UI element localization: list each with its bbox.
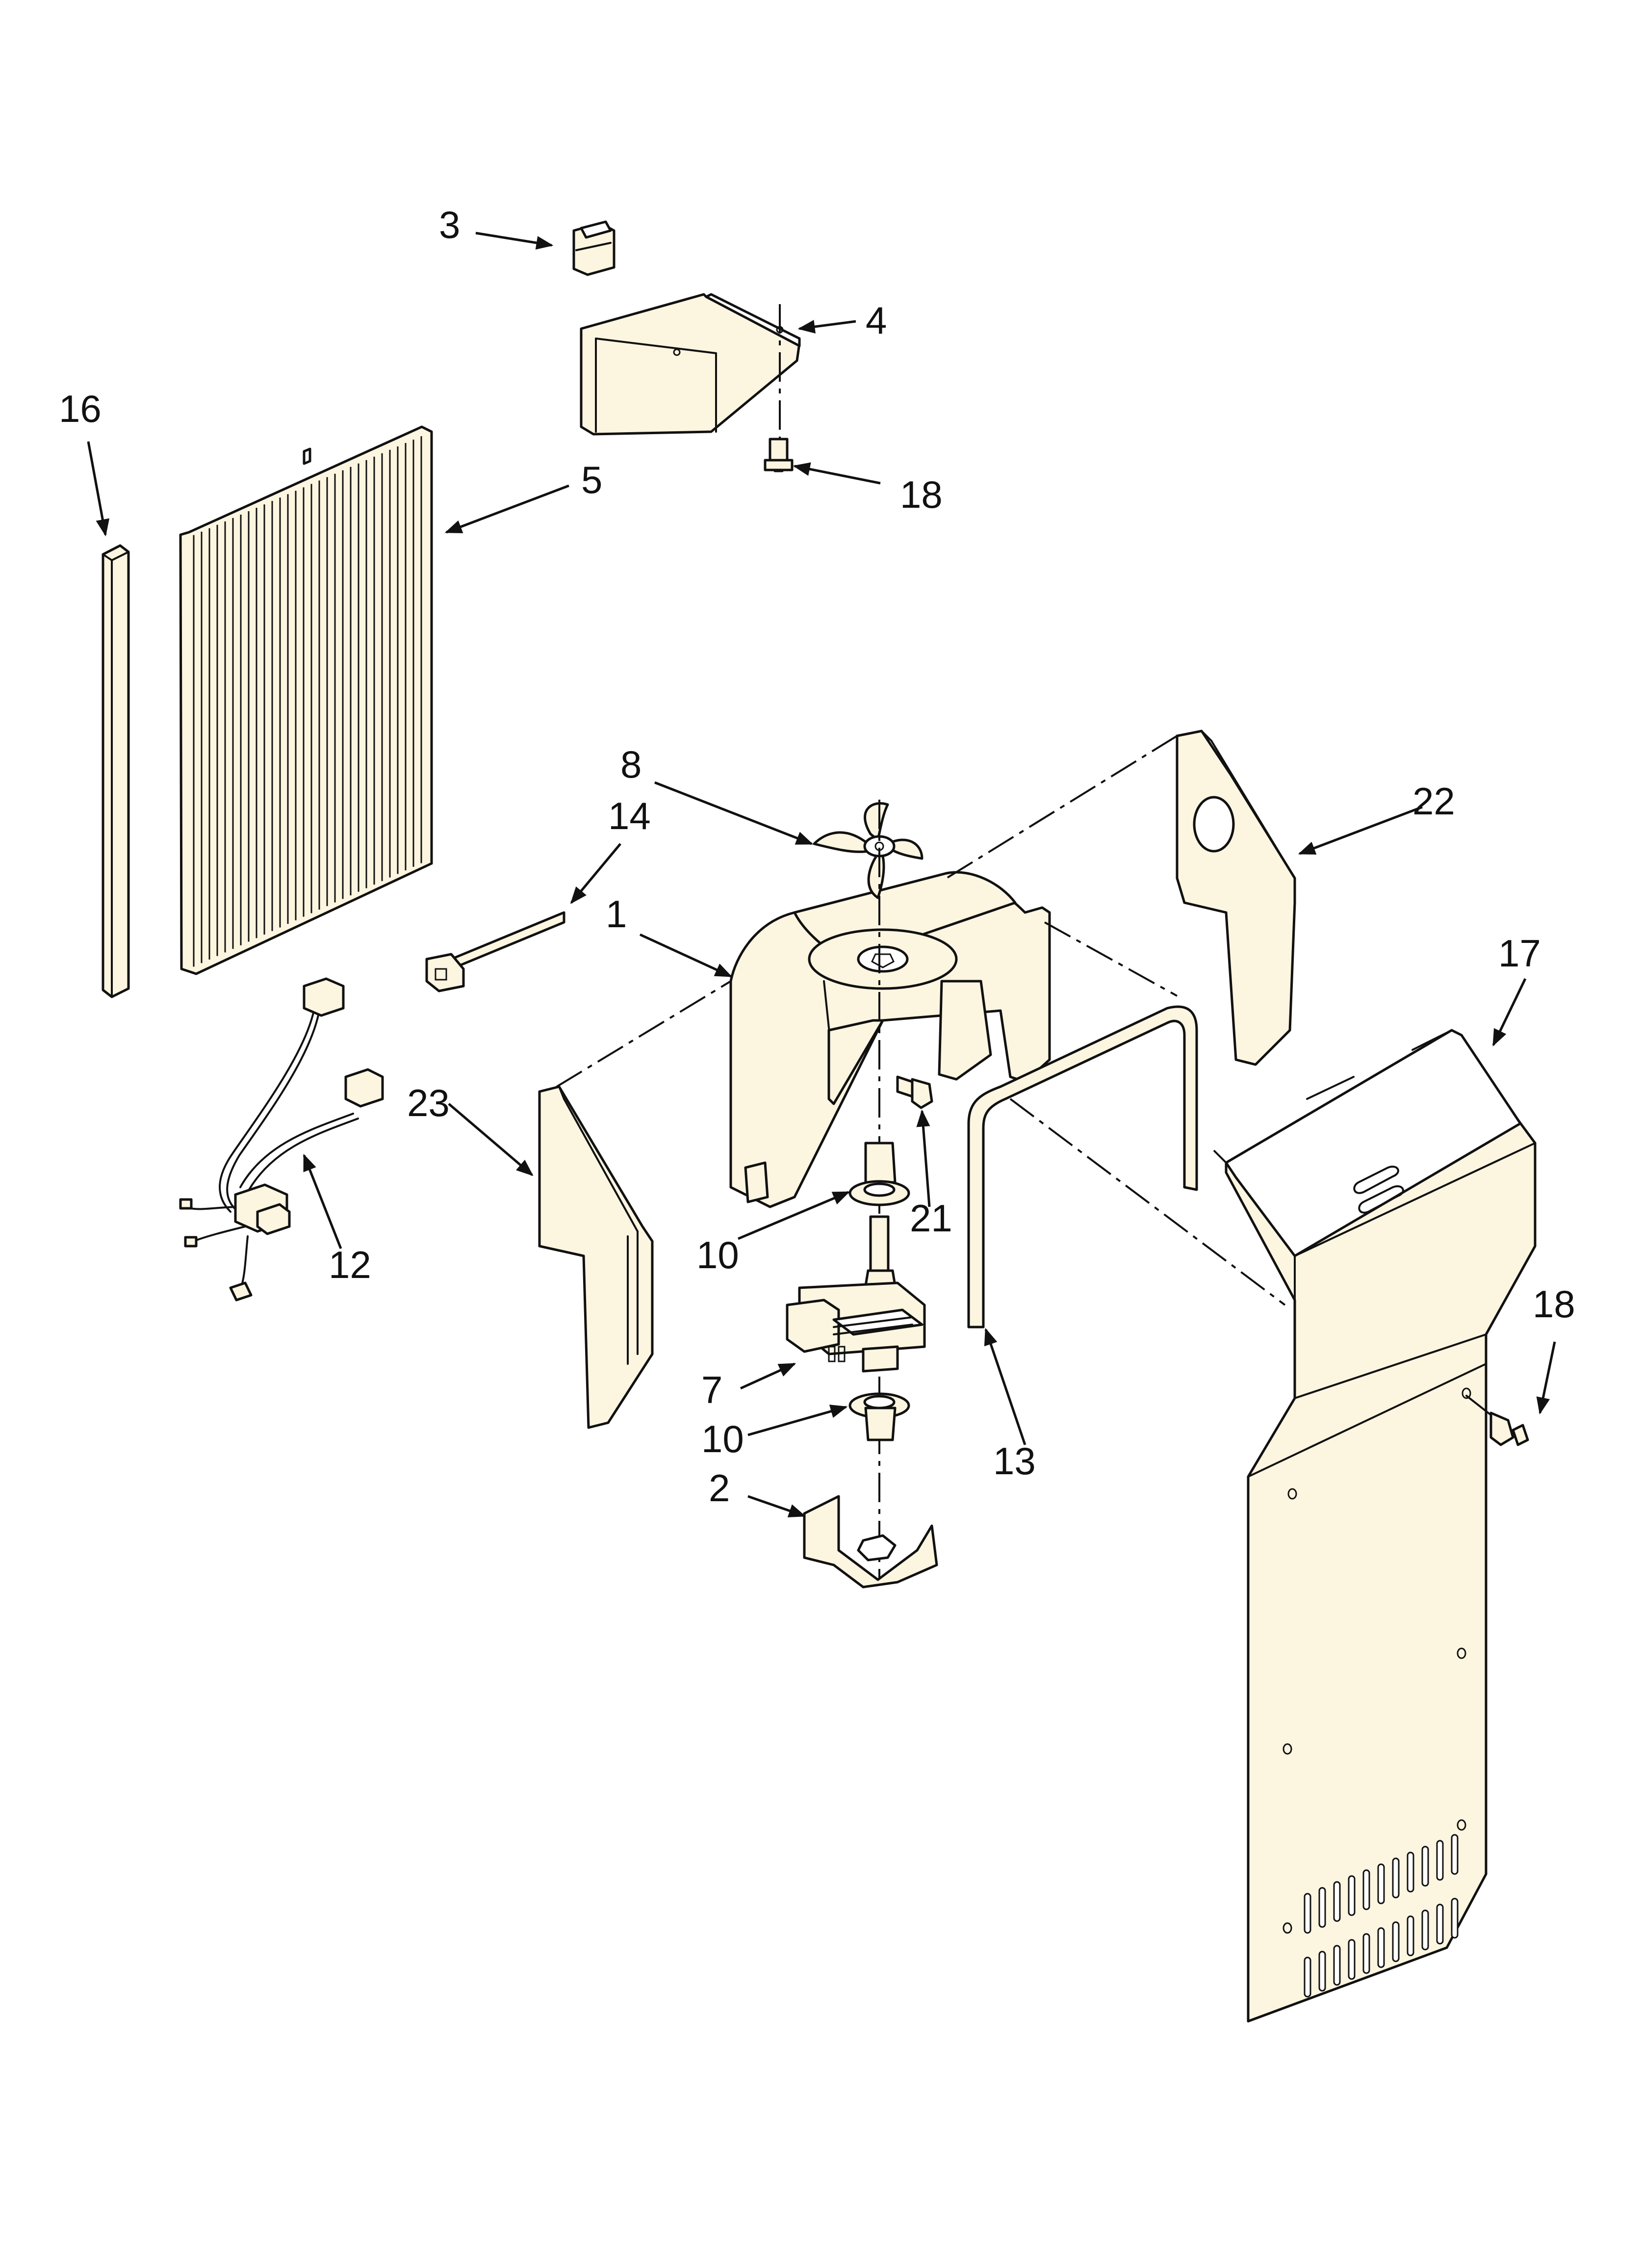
vent-slot xyxy=(1377,1863,1385,1904)
vent-slot xyxy=(1421,1846,1429,1887)
part-12-wiring-harness xyxy=(179,977,384,1302)
callout-23: 23 xyxy=(407,1081,450,1124)
phantom-line-1-13 xyxy=(1044,921,1178,997)
callout-18-right: 18 xyxy=(1533,1282,1575,1326)
part-18-screw-top xyxy=(764,304,794,472)
vent-slot xyxy=(1436,1903,1444,1945)
callout-labels: 3 4 16 5 18 8 14 22 1 17 23 21 10 12 18 … xyxy=(59,203,1575,1510)
callout-1: 1 xyxy=(606,892,627,936)
callout-3: 3 xyxy=(439,203,460,246)
callout-17: 17 xyxy=(1498,932,1541,975)
vent-slot xyxy=(1362,1933,1370,1974)
leader-18-top xyxy=(793,462,881,485)
leader-12 xyxy=(303,1153,342,1249)
vent-slot xyxy=(1348,1875,1356,1916)
leader-8 xyxy=(654,781,814,845)
callout-10-lower: 10 xyxy=(701,1417,744,1460)
vent-slots xyxy=(1304,1834,1459,1998)
leader-22 xyxy=(1298,806,1423,855)
callout-21: 21 xyxy=(910,1197,952,1240)
vent-slot xyxy=(1436,1840,1444,1881)
vent-slot xyxy=(1304,1893,1311,1934)
phantom-line-22 xyxy=(946,735,1178,879)
part-17-rear-duct-cover xyxy=(1225,1029,1537,2023)
vent-slot xyxy=(1421,1909,1429,1951)
vent-slot xyxy=(1362,1869,1370,1910)
leader-13 xyxy=(984,1328,1026,1445)
callout-2: 2 xyxy=(709,1466,730,1510)
leader-arrows xyxy=(87,232,1556,1517)
vent-slot xyxy=(1407,1915,1414,1956)
callout-5: 5 xyxy=(581,458,602,501)
vent-slot xyxy=(1451,1834,1459,1875)
leader-21 xyxy=(916,1109,931,1207)
leader-1 xyxy=(639,933,733,978)
leader-10-lower xyxy=(747,1405,848,1436)
leader-18-right xyxy=(1536,1341,1556,1415)
part-13-u-gasket xyxy=(967,1005,1198,1329)
vent-slot xyxy=(1348,1939,1356,1980)
part-23-side-panel xyxy=(538,1085,654,1429)
phantom-line-13 xyxy=(1009,1098,1286,1306)
leader-14 xyxy=(570,843,621,904)
vent-slot xyxy=(1318,1887,1326,1928)
leader-3 xyxy=(475,232,554,250)
leader-10-upper xyxy=(738,1191,850,1240)
vent-slot xyxy=(1333,1881,1341,1922)
leader-23 xyxy=(448,1103,534,1176)
part-22-panel-with-hole xyxy=(1176,730,1296,1066)
part-16-strip xyxy=(102,544,130,998)
part-2-motor-bracket xyxy=(803,1495,938,1589)
evaporator-fins xyxy=(193,436,422,967)
part-14-cable-tie xyxy=(425,911,565,992)
leader-17 xyxy=(1492,978,1527,1047)
part-10-grommet-lower xyxy=(848,1392,910,1441)
callout-18-top: 18 xyxy=(900,473,943,516)
callout-7: 7 xyxy=(701,1368,722,1411)
vent-slot xyxy=(1304,1956,1311,1998)
part-3-clip xyxy=(572,220,616,276)
part-21-screw xyxy=(896,1075,933,1109)
callout-16: 16 xyxy=(59,387,102,430)
vent-slot xyxy=(1451,1898,1459,1939)
callout-4: 4 xyxy=(866,299,887,342)
callout-22: 22 xyxy=(1412,780,1455,823)
vent-slot xyxy=(1377,1927,1385,1968)
leader-2 xyxy=(747,1495,806,1517)
vent-slot xyxy=(1318,1951,1326,1992)
part-1-fan-shroud xyxy=(729,871,1051,1208)
part-7-fan-motor xyxy=(786,1215,926,1373)
leader-4 xyxy=(797,320,856,334)
callout-10-upper: 10 xyxy=(696,1233,739,1277)
part-18-screw-right xyxy=(1465,1395,1529,1446)
part-5-evaporator-panel xyxy=(179,425,433,975)
part-4-bracket xyxy=(580,293,801,436)
callout-13: 13 xyxy=(993,1439,1036,1483)
callout-8: 8 xyxy=(620,743,641,786)
leader-16 xyxy=(87,441,110,537)
leader-5 xyxy=(444,484,569,534)
vent-slot xyxy=(1392,1857,1400,1899)
vent-slot xyxy=(1392,1921,1400,1962)
vent-slot xyxy=(1407,1851,1414,1893)
vent-slot xyxy=(1333,1945,1341,1986)
phantom-line-23 xyxy=(556,980,732,1088)
part-10-grommet-upper xyxy=(848,1142,910,1206)
leader-7 xyxy=(740,1362,796,1390)
phantom-line-17 xyxy=(1213,1149,1227,1164)
callout-12: 12 xyxy=(329,1243,371,1286)
callout-14: 14 xyxy=(608,794,651,837)
